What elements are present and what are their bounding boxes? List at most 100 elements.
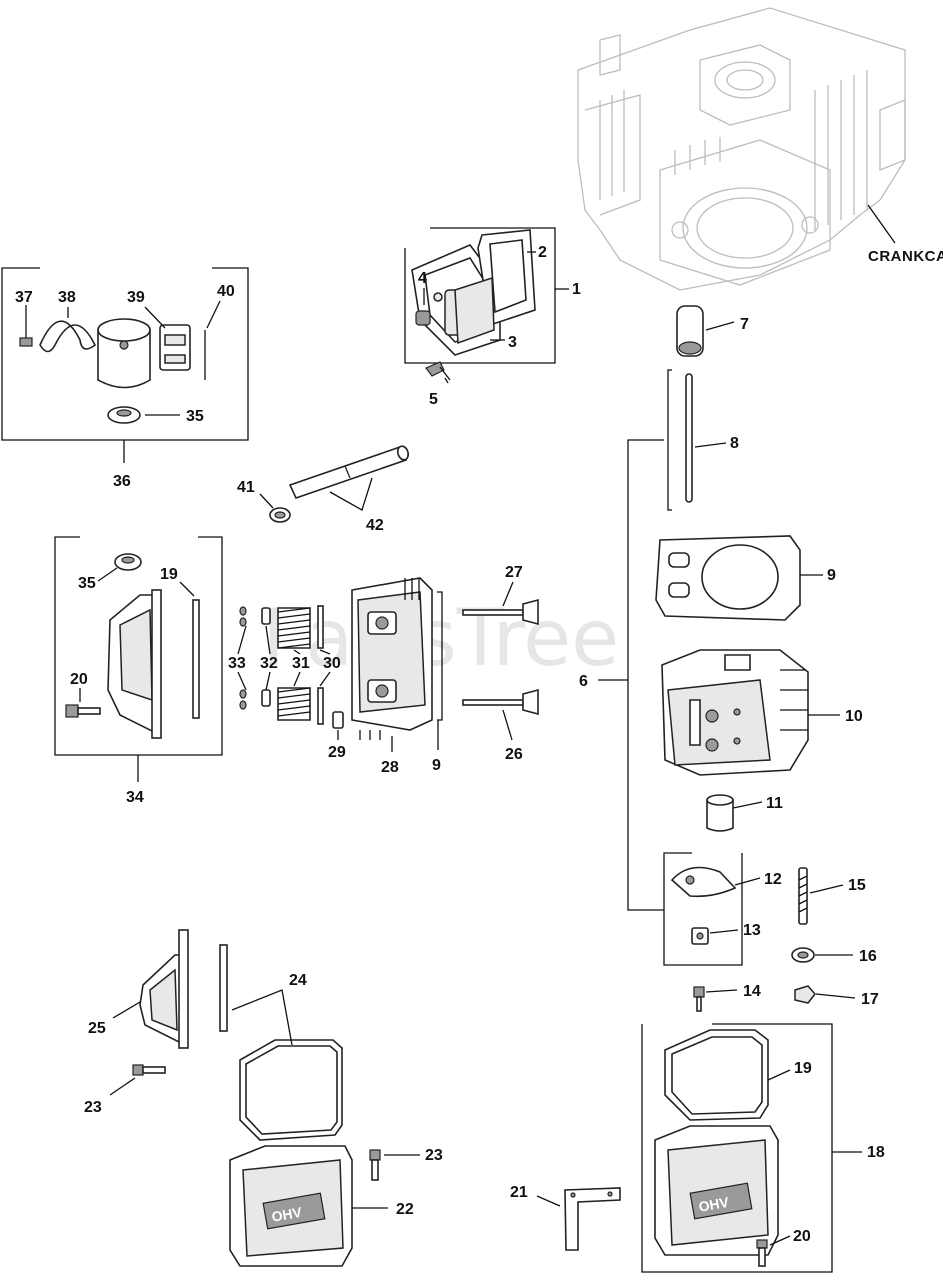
keepers-33 (239, 606, 247, 710)
cylinder-head-center (351, 577, 433, 740)
part-24-gasket-loop (239, 1039, 343, 1141)
label-28: 28 (381, 759, 399, 776)
bolt-20-left (65, 704, 101, 718)
label-18: 18 (867, 1144, 885, 1161)
valve-26 (462, 688, 539, 716)
valve-27 (462, 598, 539, 626)
label-24: 24 (289, 972, 307, 989)
ohv-text-right: OHV (697, 1194, 730, 1215)
part-canister (97, 318, 151, 389)
part-15-stud (798, 867, 808, 925)
label-29: 29 (328, 744, 346, 761)
part-16-washer (791, 947, 815, 963)
part-17-nut (794, 985, 816, 1004)
part-14-bolt (693, 986, 705, 1012)
label-34: 34 (126, 789, 144, 806)
label-17: 17 (861, 991, 879, 1008)
part-8-pushrod (685, 373, 693, 503)
label-23-b: 23 (425, 1147, 443, 1164)
part-22-cover-bottom: OHV (229, 1145, 353, 1267)
label-19-b: 19 (794, 1060, 812, 1077)
part-35-grommet-b (114, 553, 142, 571)
label-4: 4 (418, 270, 427, 287)
gasket-strip-19 (192, 599, 200, 719)
label-12: 12 (764, 871, 782, 888)
part-19-gasket-right (664, 1029, 769, 1121)
leader-crankcase (867, 204, 896, 244)
part-21-bracket (564, 1187, 621, 1251)
label-19-a: 19 (160, 566, 178, 583)
part-42-tube (288, 445, 410, 499)
label-41: 41 (237, 479, 255, 496)
guide-29 (332, 711, 344, 729)
label-37: 37 (15, 289, 33, 306)
part-35-grommet-a (107, 406, 141, 424)
bracket-6 (627, 439, 664, 911)
watermark: PartsTree (262, 594, 619, 684)
retainers-32 (261, 607, 271, 707)
part-12-rocker (670, 866, 737, 898)
label-5: 5 (429, 391, 438, 408)
seals-30 (317, 605, 324, 725)
label-36: 36 (113, 473, 131, 490)
label-6: 6 (579, 673, 588, 690)
part-38-strap (39, 320, 97, 353)
label-30: 30 (323, 655, 341, 672)
label-9-a: 9 (432, 757, 441, 774)
label-25: 25 (88, 1020, 106, 1037)
part-9-head-gasket (655, 535, 801, 621)
label-21: 21 (510, 1184, 528, 1201)
label-40: 40 (217, 283, 235, 300)
part-23-bolt-left (132, 1064, 166, 1076)
label-16: 16 (859, 948, 877, 965)
breather-reed (454, 276, 495, 345)
label-38: 38 (58, 289, 76, 306)
label-42: 42 (366, 517, 384, 534)
label-32: 32 (260, 655, 278, 672)
label-15: 15 (848, 877, 866, 894)
label-crankcase: CRANKCASE (868, 248, 943, 265)
part-20-bolt-right (756, 1239, 768, 1267)
label-31: 31 (292, 655, 310, 672)
part-41-clamp (269, 507, 291, 523)
part-25-valve-cover (139, 929, 189, 1049)
label-2: 2 (538, 244, 547, 261)
bracket-1 (404, 227, 556, 364)
part-11-guide (706, 794, 734, 832)
label-26: 26 (505, 746, 523, 763)
label-9-b: 9 (827, 567, 836, 584)
crankcase-illustration (577, 7, 906, 291)
part-37-bolt (19, 305, 33, 347)
bracket-36 (1, 267, 249, 441)
label-13: 13 (743, 922, 761, 939)
label-33: 33 (228, 655, 246, 672)
label-20-a: 20 (70, 671, 88, 688)
label-22: 22 (396, 1201, 414, 1218)
label-23-a: 23 (84, 1099, 102, 1116)
label-11: 11 (766, 795, 783, 812)
valve-cover-left (107, 589, 162, 739)
breather-screw (425, 361, 451, 381)
bracket-8 (667, 369, 672, 511)
bracket-18 (641, 1023, 833, 1273)
label-35-b: 35 (78, 575, 96, 592)
part-39-clip (159, 324, 191, 371)
label-39: 39 (127, 289, 145, 306)
ohv-text-bottom: OHV (270, 1204, 303, 1225)
part-24-gasket-strip (219, 944, 228, 1032)
label-14: 14 (743, 983, 761, 1000)
part-7-lifter (676, 305, 704, 357)
label-10: 10 (845, 708, 863, 725)
label-3: 3 (508, 334, 517, 351)
part-13-block (691, 927, 709, 945)
label-20-b: 20 (793, 1228, 811, 1245)
label-35-a: 35 (186, 408, 204, 425)
label-27: 27 (505, 564, 523, 581)
label-1: 1 (572, 281, 581, 298)
label-7: 7 (740, 316, 749, 333)
part-23-bolt-right (369, 1149, 381, 1181)
label-8: 8 (730, 435, 739, 452)
part-10-cylinder-head (661, 649, 809, 776)
springs-31 (277, 607, 311, 721)
